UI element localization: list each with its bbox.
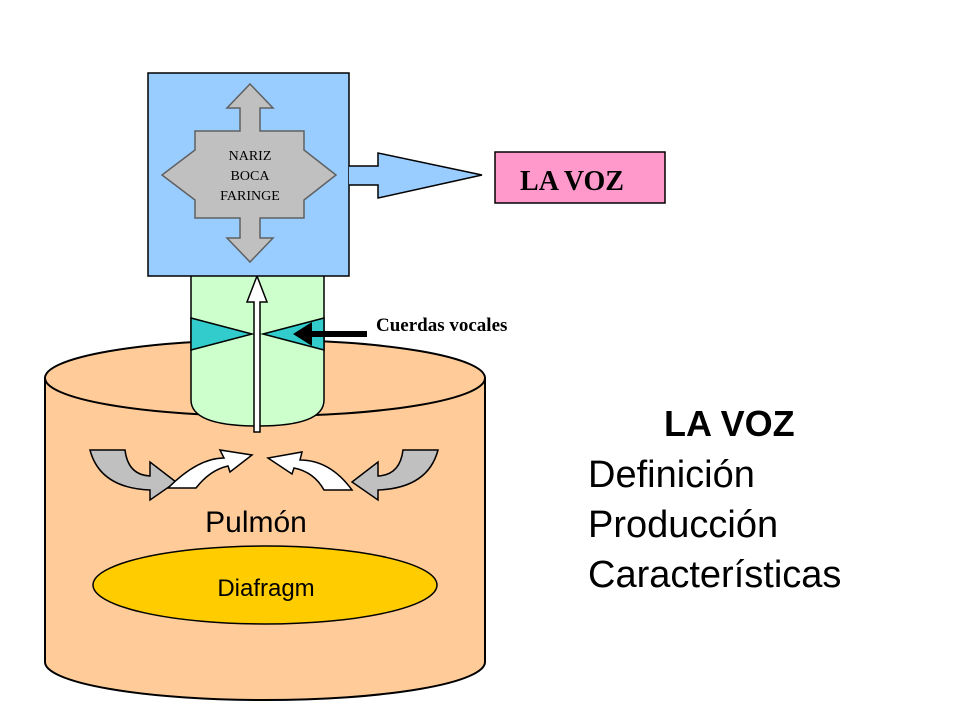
diaphragm-label: Diafragm xyxy=(217,575,314,602)
white-curved-arrow-left xyxy=(166,449,254,489)
airflow-up-arrow xyxy=(245,273,269,433)
output-label: LA VOZ xyxy=(520,166,624,197)
gray-curved-arrow-left xyxy=(89,449,178,502)
output-box xyxy=(494,151,666,204)
topics-title: LA VOZ xyxy=(664,403,795,444)
lung-air-arrows xyxy=(89,449,439,502)
vocal-cords-label: Cuerdas vocales xyxy=(376,315,507,336)
four-way-arrow-icon xyxy=(160,82,338,264)
white-curved-arrow-right xyxy=(266,451,354,491)
lung-label: Pulmón xyxy=(205,506,307,539)
box-label-faringe: FARINGE xyxy=(220,189,280,204)
diaphragm xyxy=(92,545,438,625)
topic-caracteristicas: Características xyxy=(588,554,842,596)
topic-produccion: Producción xyxy=(588,504,779,546)
vocal-cord-left xyxy=(190,317,255,351)
topics-list: Definición Producción Características xyxy=(588,450,948,600)
gray-curved-arrow-right xyxy=(350,449,439,502)
box-label-boca: BOCA xyxy=(231,169,271,184)
lung-body xyxy=(44,377,486,701)
vocal-cords-pointer-arrow xyxy=(293,322,367,346)
box-label-nariz: NARIZ xyxy=(229,149,272,164)
topic-definicion: Definición xyxy=(588,454,755,496)
output-arrow xyxy=(349,152,483,199)
topics-panel: LA VOZ Definición Producción Característ… xyxy=(588,398,948,600)
